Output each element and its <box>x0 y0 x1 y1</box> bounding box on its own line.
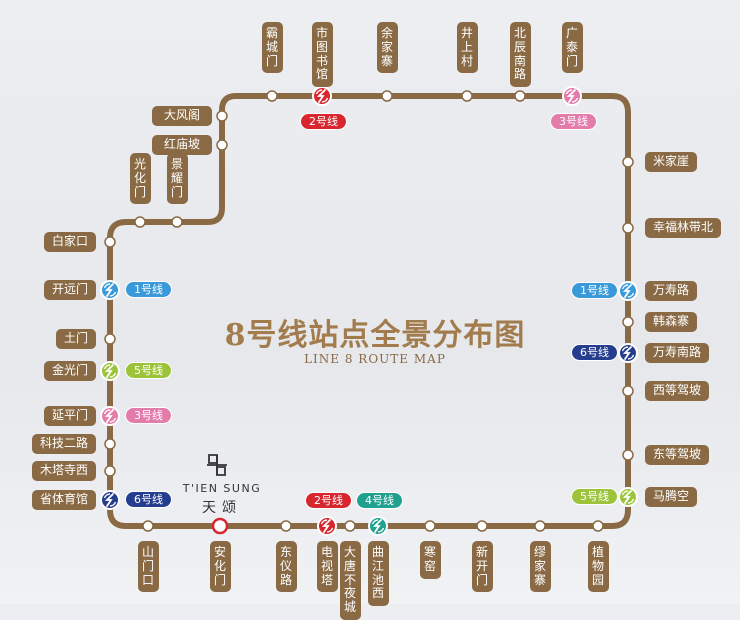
transfer-line-badge: 2号线 <box>305 492 352 509</box>
station-dot[interactable] <box>171 216 183 228</box>
transfer-line-badge: 6号线 <box>571 344 618 361</box>
brand-name-cn: 天颂 <box>202 500 242 516</box>
station-label[interactable]: 广泰门 <box>561 22 583 74</box>
transfer-line-badge: 1号线 <box>125 281 172 298</box>
station-label[interactable]: 寒窑 <box>419 541 441 579</box>
transfer-line-badge: 2号线 <box>300 113 347 130</box>
transfer-line-badge: 5号线 <box>571 488 618 505</box>
transfer-station-icon[interactable] <box>100 361 120 381</box>
station-label[interactable]: 植物园 <box>587 541 609 593</box>
station-dot[interactable] <box>266 90 278 102</box>
station-label[interactable]: 万寿路 <box>645 281 697 301</box>
tiensung-logo-icon <box>207 454 227 476</box>
station-label[interactable]: 缪家寨 <box>529 541 551 593</box>
station-label[interactable]: 红庙坡 <box>152 135 212 155</box>
station-dot[interactable] <box>104 438 116 450</box>
route-map <box>100 86 638 536</box>
station-dot[interactable] <box>142 520 154 532</box>
transfer-station-icon[interactable] <box>618 343 638 363</box>
station-dot[interactable] <box>461 90 473 102</box>
station-label[interactable]: 山门口 <box>137 541 159 593</box>
transfer-station-icon[interactable] <box>317 516 337 536</box>
transfer-station-icon[interactable] <box>100 406 120 426</box>
transfer-line-badge: 3号线 <box>125 407 172 424</box>
station-dot[interactable] <box>476 520 488 532</box>
station-dot[interactable] <box>622 156 634 168</box>
station-dot[interactable] <box>104 465 116 477</box>
station-label[interactable]: 马腾空 <box>645 487 697 507</box>
station-dot[interactable] <box>424 520 436 532</box>
station-label[interactable]: 金光门 <box>44 361 96 381</box>
station-label[interactable]: 东等驾坡 <box>645 445 709 465</box>
station-label[interactable]: 幸福林带北 <box>645 218 721 238</box>
transfer-station-icon[interactable] <box>618 281 638 301</box>
station-label[interactable]: 米家崖 <box>645 152 697 172</box>
station-label[interactable]: 开远门 <box>44 280 96 300</box>
station-label[interactable]: 省体育馆 <box>32 490 96 510</box>
transfer-station-icon[interactable] <box>100 280 120 300</box>
station-label[interactable]: 木塔寺西 <box>32 461 96 481</box>
transfer-line-badge: 3号线 <box>550 113 597 130</box>
station-label[interactable]: 土门 <box>56 329 96 349</box>
station-label[interactable]: 余家寨 <box>376 22 398 74</box>
station-dot[interactable] <box>534 520 546 532</box>
station-label[interactable]: 景耀门 <box>166 153 188 205</box>
station-label[interactable]: 韩森寨 <box>645 312 697 332</box>
station-dot[interactable] <box>622 316 634 328</box>
station-label[interactable]: 科技二路 <box>32 434 96 454</box>
highlight-station-marker[interactable] <box>211 517 229 535</box>
station-label[interactable]: 万寿南路 <box>645 343 709 363</box>
station-label[interactable]: 延平门 <box>44 406 96 426</box>
station-label[interactable]: 井上村 <box>456 22 478 74</box>
brand-name-en: T'IEN SUNG <box>182 482 262 495</box>
station-label[interactable]: 光化门 <box>129 153 151 205</box>
station-label[interactable]: 新开门 <box>471 541 493 593</box>
route-map-canvas <box>100 86 638 536</box>
station-dot[interactable] <box>104 333 116 345</box>
transfer-station-icon[interactable] <box>618 487 638 507</box>
station-dot[interactable] <box>134 216 146 228</box>
station-label[interactable]: 白家口 <box>44 232 96 252</box>
transfer-station-icon[interactable] <box>562 86 582 106</box>
station-dot[interactable] <box>622 385 634 397</box>
station-label[interactable]: 大唐不夜城 <box>339 541 361 620</box>
station-dot[interactable] <box>280 520 292 532</box>
map-title: 8号线站点全景分布图 <box>224 318 526 353</box>
station-label[interactable]: 曲江池西 <box>367 541 389 607</box>
station-dot[interactable] <box>381 90 393 102</box>
transfer-station-icon[interactable] <box>312 86 332 106</box>
station-label[interactable]: 东仪路 <box>275 541 297 593</box>
station-dot[interactable] <box>216 139 228 151</box>
transfer-station-icon[interactable] <box>100 490 120 510</box>
map-subtitle: LINE 8 ROUTE MAP <box>304 352 446 366</box>
station-dot[interactable] <box>344 520 356 532</box>
station-label[interactable]: 西等驾坡 <box>645 381 709 401</box>
station-label[interactable]: 霸城门 <box>261 22 283 74</box>
station-dot[interactable] <box>216 110 228 122</box>
station-label[interactable]: 大风阁 <box>152 106 212 126</box>
transfer-line-badge: 5号线 <box>125 362 172 379</box>
transfer-line-badge: 1号线 <box>571 282 618 299</box>
transfer-line-badge: 6号线 <box>125 491 172 508</box>
station-label[interactable]: 市图书馆 <box>311 22 333 88</box>
station-label[interactable]: 安化门 <box>209 541 231 593</box>
station-dot[interactable] <box>514 90 526 102</box>
station-dot[interactable] <box>104 236 116 248</box>
transfer-line-badge: 4号线 <box>356 492 403 509</box>
station-dot[interactable] <box>592 520 604 532</box>
station-dot[interactable] <box>622 222 634 234</box>
transfer-station-icon[interactable] <box>368 516 388 536</box>
station-label[interactable]: 电视塔 <box>316 541 338 593</box>
station-label[interactable]: 北辰南路 <box>509 22 531 88</box>
station-dot[interactable] <box>622 449 634 461</box>
